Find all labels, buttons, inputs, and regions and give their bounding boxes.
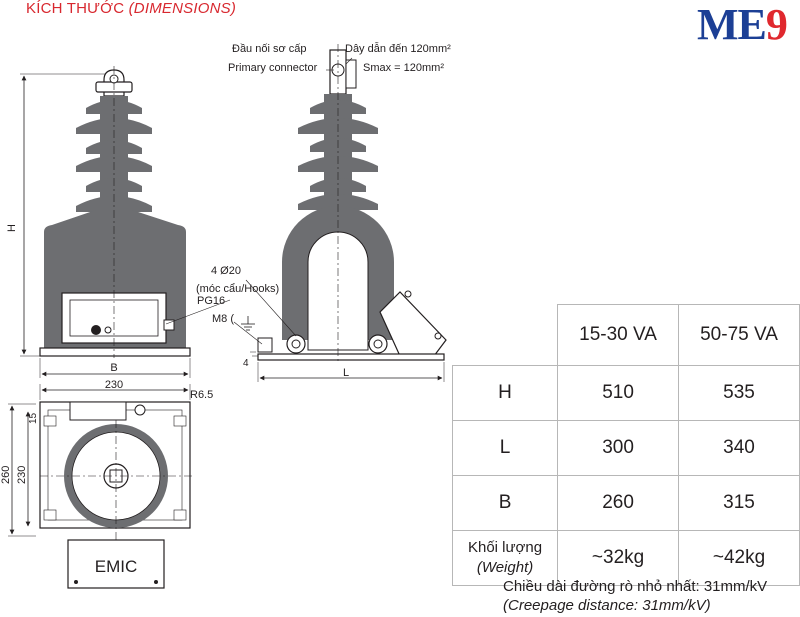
creepage-en: (Creepage distance: 31mm/kV) xyxy=(503,597,711,614)
title-en: (DIMENSIONS) xyxy=(128,0,237,17)
dim-15-label: 15 xyxy=(28,412,39,424)
creepage-note: Chiều dài đường rò nhỏ nhất: 31mm/kV (Cr… xyxy=(503,577,767,615)
table-header-row: 15-30 VA 50-75 VA xyxy=(452,304,800,366)
table-row: B 260 315 xyxy=(451,475,800,531)
title-vi: KÍCH THƯỚC xyxy=(26,0,125,17)
logo-me: ME xyxy=(697,0,767,49)
front-view: H B xyxy=(6,66,191,378)
table-row-weight: Khối lượng (Weight) ~32kg ~42kg xyxy=(451,530,800,586)
weight-label-en: (Weight) xyxy=(476,559,534,576)
primary-connector-en: Primary connector xyxy=(228,62,318,74)
table-header-empty xyxy=(452,304,559,366)
weight-value: ~32kg xyxy=(557,530,680,586)
dim-4-label: 4 xyxy=(243,358,249,369)
top-view: 230 R6.5 EMIC 260 230 15 xyxy=(0,379,213,589)
dim-260-label: 260 xyxy=(0,466,12,484)
dim-230-side-label: 230 xyxy=(16,466,28,484)
hooks-label: (móc cẩu/Hooks) xyxy=(196,283,279,295)
holes-label: 4 Ø20 xyxy=(211,265,241,277)
dim-l-label: L xyxy=(343,367,349,379)
row-value: 260 xyxy=(557,475,680,531)
row-value: 315 xyxy=(678,475,800,531)
smax-label: Smax = 120mm² xyxy=(363,62,444,74)
weight-value: ~42kg xyxy=(678,530,800,586)
row-value: 300 xyxy=(557,420,680,476)
dim-b-label: B xyxy=(110,362,117,374)
dim-230-top-label: 230 xyxy=(105,379,123,391)
spec-table: 15-30 VA 50-75 VA H 510 535 L 300 340 B … xyxy=(451,304,800,586)
nameplate-label: EMIC xyxy=(95,557,138,576)
logo-nine: 9 xyxy=(765,0,788,49)
table-row: L 300 340 xyxy=(451,420,800,476)
section-title: KÍCH THƯỚC (DIMENSIONS) xyxy=(26,0,236,17)
side-view: L 4 Đầu nối sơ cấp Primary connector Dây… xyxy=(165,42,451,382)
row-value: 340 xyxy=(678,420,800,476)
brand-logo: ME9 xyxy=(697,0,788,49)
row-label: L xyxy=(451,420,559,476)
table-header-col1: 15-30 VA xyxy=(557,304,680,366)
conductor-vi: Dây dẫn đến 120mm² xyxy=(345,42,451,55)
pg16-label: PG16 xyxy=(197,295,225,307)
table-row: H 510 535 xyxy=(451,365,800,421)
row-value: 535 xyxy=(678,365,800,421)
row-label: B xyxy=(451,475,559,531)
row-value: 510 xyxy=(557,365,680,421)
weight-label-vi: Khối lượng xyxy=(467,539,543,556)
row-label: H xyxy=(451,365,559,421)
dim-r65-label: R6.5 xyxy=(190,389,213,401)
m8-label: M8 ( xyxy=(212,313,234,325)
weight-label: Khối lượng (Weight) xyxy=(451,530,559,586)
primary-connector-vi: Đầu nối sơ cấp xyxy=(232,43,306,55)
creepage-vi: Chiều dài đường rò nhỏ nhất: 31mm/kV xyxy=(503,578,768,595)
dim-h-label: H xyxy=(6,224,18,232)
table-header-col2: 50-75 VA xyxy=(678,304,800,366)
